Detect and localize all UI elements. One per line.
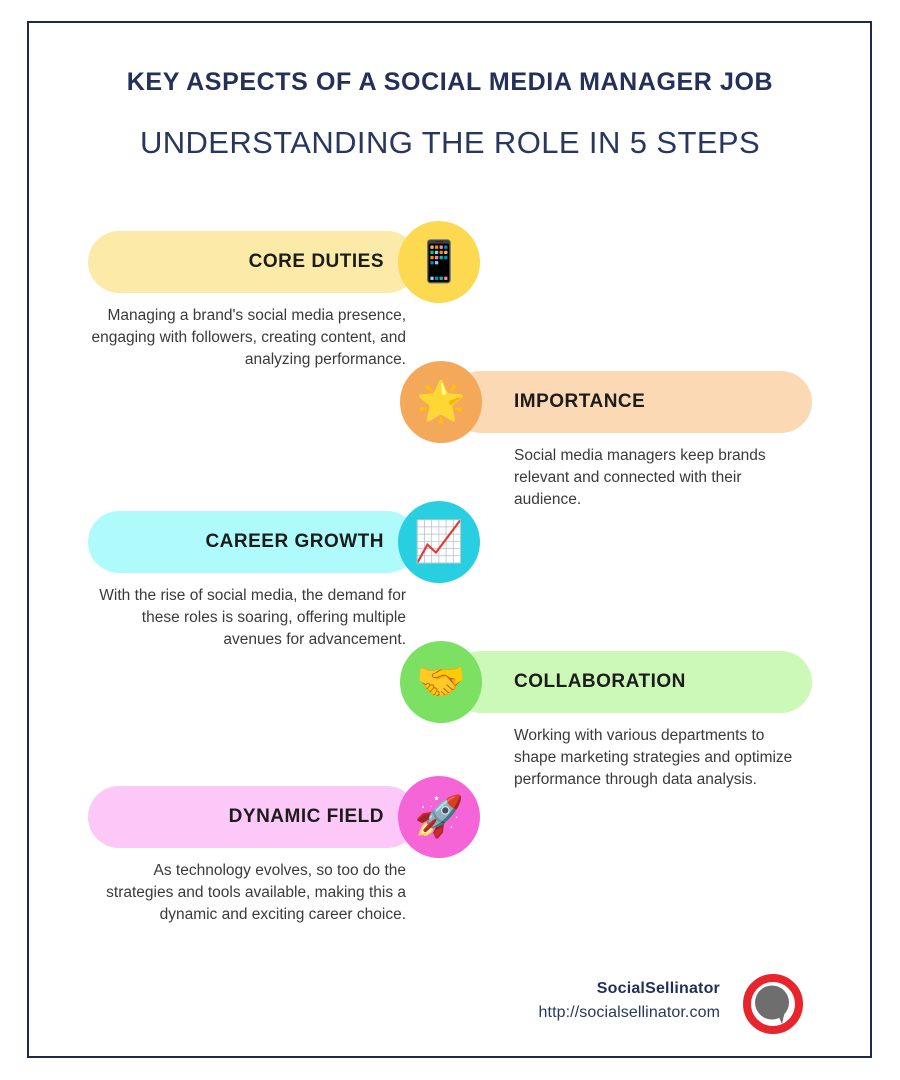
step-pill[interactable]: CORE DUTIES bbox=[88, 231, 418, 293]
mobile-phone-icon: 📱 bbox=[398, 221, 480, 303]
brand-name: SocialSellinator bbox=[596, 980, 720, 997]
step-icon-glyph: 📈 bbox=[414, 520, 464, 564]
step-label: CORE DUTIES bbox=[248, 251, 384, 272]
step-label: COLLABORATION bbox=[514, 671, 686, 692]
handshake-icon: 🤝 bbox=[400, 641, 482, 723]
step-description: As technology evolves, so too do the str… bbox=[106, 862, 406, 923]
glowing-star-icon: 🌟 bbox=[400, 361, 482, 443]
step-description: Managing a brand's social media presence… bbox=[91, 307, 406, 368]
step-pill[interactable]: DYNAMIC FIELD bbox=[88, 786, 418, 848]
socialsellinator-logo bbox=[742, 973, 804, 1035]
step-label: IMPORTANCE bbox=[514, 391, 646, 412]
step-icon-glyph: 🌟 bbox=[416, 380, 466, 424]
chart-increasing-icon: 📈 bbox=[398, 501, 480, 583]
page-subtitle: UNDERSTANDING THE ROLE IN 5 STEPS bbox=[139, 125, 761, 160]
step-description: Working with various departments to shap… bbox=[514, 727, 793, 788]
brand-url[interactable]: http://socialsellinator.com bbox=[538, 1004, 720, 1021]
step-description: Social media managers keep brands releva… bbox=[514, 447, 766, 508]
rocket-icon: 🚀 bbox=[398, 776, 480, 858]
step-icon-glyph: 🤝 bbox=[416, 660, 466, 704]
step-label: DYNAMIC FIELD bbox=[228, 806, 384, 827]
step-pill[interactable]: CAREER GROWTH bbox=[88, 511, 418, 573]
step-label: CAREER GROWTH bbox=[205, 531, 384, 552]
footer: SocialSellinator http://socialsellinator… bbox=[470, 974, 870, 1060]
footer-text: SocialSellinator http://socialsellinator… bbox=[470, 980, 720, 1022]
step-icon-glyph: 📱 bbox=[414, 240, 464, 284]
step-pill[interactable]: IMPORTANCE bbox=[450, 371, 812, 433]
step-pill[interactable]: COLLABORATION bbox=[450, 651, 812, 713]
step-icon-glyph: 🚀 bbox=[414, 795, 464, 839]
step-description: With the rise of social media, the deman… bbox=[99, 587, 406, 648]
page-title: KEY ASPECTS OF A SOCIAL MEDIA MANAGER JO… bbox=[126, 68, 774, 96]
